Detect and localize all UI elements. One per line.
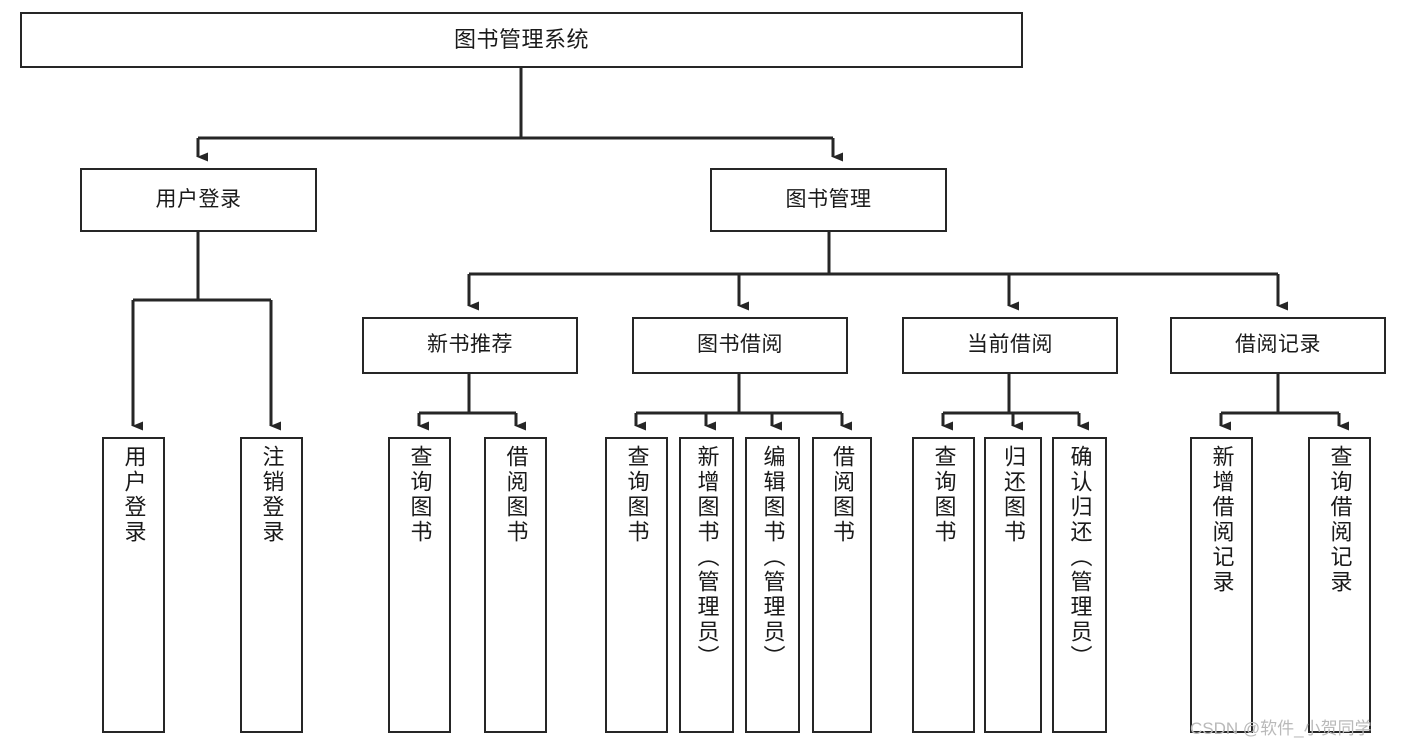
node-label: 借阅图书 [830, 445, 855, 545]
leaf-borrow-book[interactable]: 借阅图书 [812, 437, 872, 733]
leaf-query-book-recommend[interactable]: 查询图书 [388, 437, 451, 733]
leaf-query-borrow-record[interactable]: 查询借阅记录 [1308, 437, 1371, 733]
node-label: 查询图书 [407, 445, 433, 545]
leaf-return-book[interactable]: 归还图书 [984, 437, 1042, 733]
leaf-borrow-book-recommend[interactable]: 借阅图书 [484, 437, 547, 733]
node-label: 图书借阅 [697, 333, 783, 357]
node-label: 查询图书 [624, 445, 650, 545]
node-borrow-record[interactable]: 借阅记录 [1170, 317, 1386, 374]
leaf-query-book-current[interactable]: 查询图书 [912, 437, 975, 733]
node-label: 查询图书 [931, 445, 957, 545]
node-current-borrow[interactable]: 当前借阅 [902, 317, 1118, 374]
node-user-login[interactable]: 用户登录 [80, 168, 317, 232]
leaf-add-book-admin[interactable]: 新增图书（管理员） [679, 437, 734, 733]
leaf-user-login[interactable]: 用户登录 [102, 437, 165, 733]
csdn-watermark: CSDN @软件_小贺同学 [1190, 719, 1372, 738]
node-label: 新书推荐 [427, 333, 513, 357]
leaf-query-book-borrow[interactable]: 查询图书 [605, 437, 668, 733]
node-new-book-recommend[interactable]: 新书推荐 [362, 317, 578, 374]
node-label: 图书管理 [785, 187, 872, 211]
node-label: 查询借阅记录 [1327, 445, 1353, 595]
node-label: 借阅图书 [503, 445, 529, 545]
node-label: 确认归还（管理员） [1067, 445, 1093, 670]
node-label: 新增借阅记录 [1209, 445, 1235, 595]
node-label: 注销登录 [259, 445, 285, 545]
node-label: 借阅记录 [1235, 333, 1321, 357]
leaf-add-borrow-record[interactable]: 新增借阅记录 [1190, 437, 1253, 733]
node-label: 当前借阅 [967, 333, 1053, 357]
node-root-system[interactable]: 图书管理系统 [20, 12, 1023, 68]
leaf-edit-book-admin[interactable]: 编辑图书（管理员） [745, 437, 800, 733]
leaf-confirm-return-admin[interactable]: 确认归还（管理员） [1052, 437, 1107, 733]
node-label: 新增图书（管理员） [694, 445, 720, 670]
node-book-manage[interactable]: 图书管理 [710, 168, 947, 232]
node-label: 用户登录 [121, 445, 147, 545]
node-label: 归还图书 [1001, 445, 1026, 545]
leaf-user-logout[interactable]: 注销登录 [240, 437, 303, 733]
node-book-borrow[interactable]: 图书借阅 [632, 317, 848, 374]
node-label: 用户登录 [155, 187, 242, 211]
node-label: 图书管理系统 [453, 27, 589, 53]
node-label: 编辑图书（管理员） [760, 445, 786, 670]
